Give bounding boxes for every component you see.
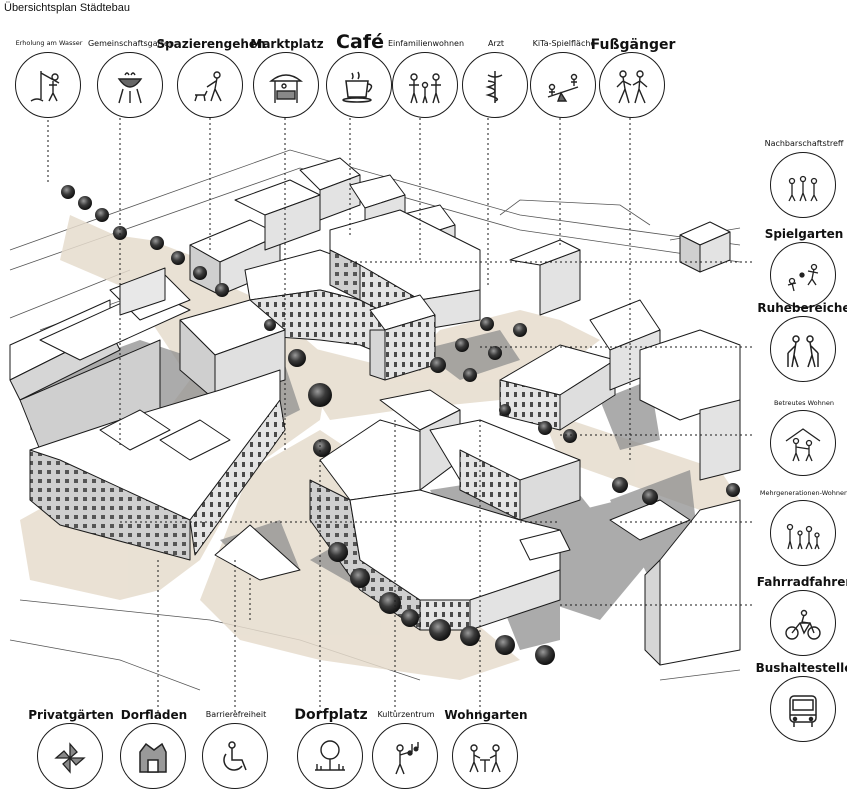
village-square-icon: [315, 740, 345, 771]
circle-kita-spielflaeche: KiTa-Spielfläche: [530, 39, 596, 118]
label-nachbarschaftstreff: Nachbarschaftstreff: [764, 139, 844, 148]
bicycle-icon: [785, 609, 821, 640]
coffee-cup-icon: [342, 71, 373, 103]
circle-nachbarschaftstreff: Nachbarschaftstreff: [765, 139, 843, 218]
label-spazierengehen: Spazierengehen: [156, 37, 266, 51]
circle-barrierefreiheit: Barrierefreiheit: [202, 710, 268, 789]
page-title: Übersichtsplan Städtebau: [4, 2, 130, 14]
label-kita-spielflaeche: KiTa-Spielfläche: [532, 39, 596, 48]
circle-fahrradfahrer: Fahrradfahrer: [757, 575, 847, 656]
circle-fussgaenger: Fußgänger: [591, 37, 675, 118]
label-dorfplatz: Dorfplatz: [294, 707, 368, 723]
circle-bushaltestelle: Bushaltestelle: [756, 661, 847, 742]
circle-gemeinschaftsgarten: Gemeinschaftsgarten: [88, 39, 174, 118]
circle-marktplatz: Marktplatz: [250, 37, 324, 118]
musician-icon: [395, 742, 419, 775]
fishing-icon: [30, 71, 60, 102]
barbecue-icon: [117, 72, 143, 104]
market-stand-icon: [269, 74, 303, 103]
label-marktplatz: Marktplatz: [250, 37, 324, 51]
caduceus-icon: [485, 71, 503, 103]
label-privatgaerten: Privatgärten: [28, 708, 114, 722]
circle-dorfplatz: Dorfplatz: [294, 707, 368, 789]
circle-dorfladen: Dorfladen: [120, 708, 187, 789]
shop-icon: [139, 742, 167, 773]
label-fahrradfahrer: Fahrradfahrer: [756, 575, 847, 589]
walking-dog-icon: [194, 71, 222, 102]
label-mehrgenerationen-wohnen: Mehrgenerationen-Wohnen: [759, 489, 847, 497]
label-kulturzentrum: Kulturzentrum: [377, 710, 435, 719]
circle-arzt: Arzt: [462, 39, 528, 118]
trees: [61, 185, 740, 665]
elderly-couple-icon: [787, 335, 819, 368]
label-betreutes-wohnen: Betreutes Wohnen: [773, 399, 835, 407]
buildings: [9, 157, 741, 666]
label-bushaltestelle: Bushaltestelle: [755, 661, 847, 675]
garden-table-icon: [469, 744, 501, 773]
label-einfamilienwohnen: Einfamilienwohnen: [387, 39, 465, 48]
label-dorfladen: Dorfladen: [120, 708, 188, 722]
label-spielgarten: Spielgarten: [764, 227, 844, 241]
family-icon: [409, 73, 441, 104]
neighbours-icon: [788, 175, 818, 202]
seesaw-icon: [547, 73, 579, 102]
circle-einfamilienwohnen: Einfamilienwohnen: [388, 39, 464, 118]
label-barrierefreiheit: Barrierefreiheit: [205, 710, 267, 719]
pedestrians-icon: [616, 70, 648, 104]
label-cafe: Café: [336, 31, 384, 53]
circle-kulturzentrum: Kulturzentrum: [372, 710, 438, 789]
bus-icon: [789, 695, 817, 727]
wheelchair-icon: [223, 741, 247, 771]
label-gemeinschaftsgarten: Gemeinschaftsgarten: [87, 39, 175, 48]
circle-betreutes-wohnen: Betreutes Wohnen: [770, 399, 836, 476]
label-arzt: Arzt: [487, 39, 505, 48]
circle-spazierengehen: Spazierengehen: [156, 37, 266, 118]
pinwheel-icon: [54, 742, 86, 774]
circle-mehrgenerationen-wohnen: Mehrgenerationen-Wohnen: [760, 489, 847, 566]
circle-privatgaerten: Privatgärten: [28, 708, 114, 789]
leader-lines: [47, 118, 755, 712]
label-wohngarten: Wohngarten: [444, 708, 528, 722]
circle-ruhebereiche: Ruhebereiche: [757, 301, 847, 382]
label-fussgaenger: Fußgänger: [590, 37, 676, 53]
playing-children-icon: [787, 263, 819, 292]
circle-erholung-am-wasser: Erholung am Wasser: [15, 39, 82, 118]
assisted-living-icon: [785, 428, 821, 462]
circle-cafe: Café: [326, 31, 392, 118]
label-erholung-am-wasser: Erholung am Wasser: [15, 39, 83, 47]
generations-icon: [786, 523, 820, 550]
circle-wohngarten: Wohngarten: [444, 708, 528, 789]
label-ruhebereiche: Ruhebereiche: [757, 301, 847, 315]
circle-spielgarten: Spielgarten: [765, 227, 843, 308]
